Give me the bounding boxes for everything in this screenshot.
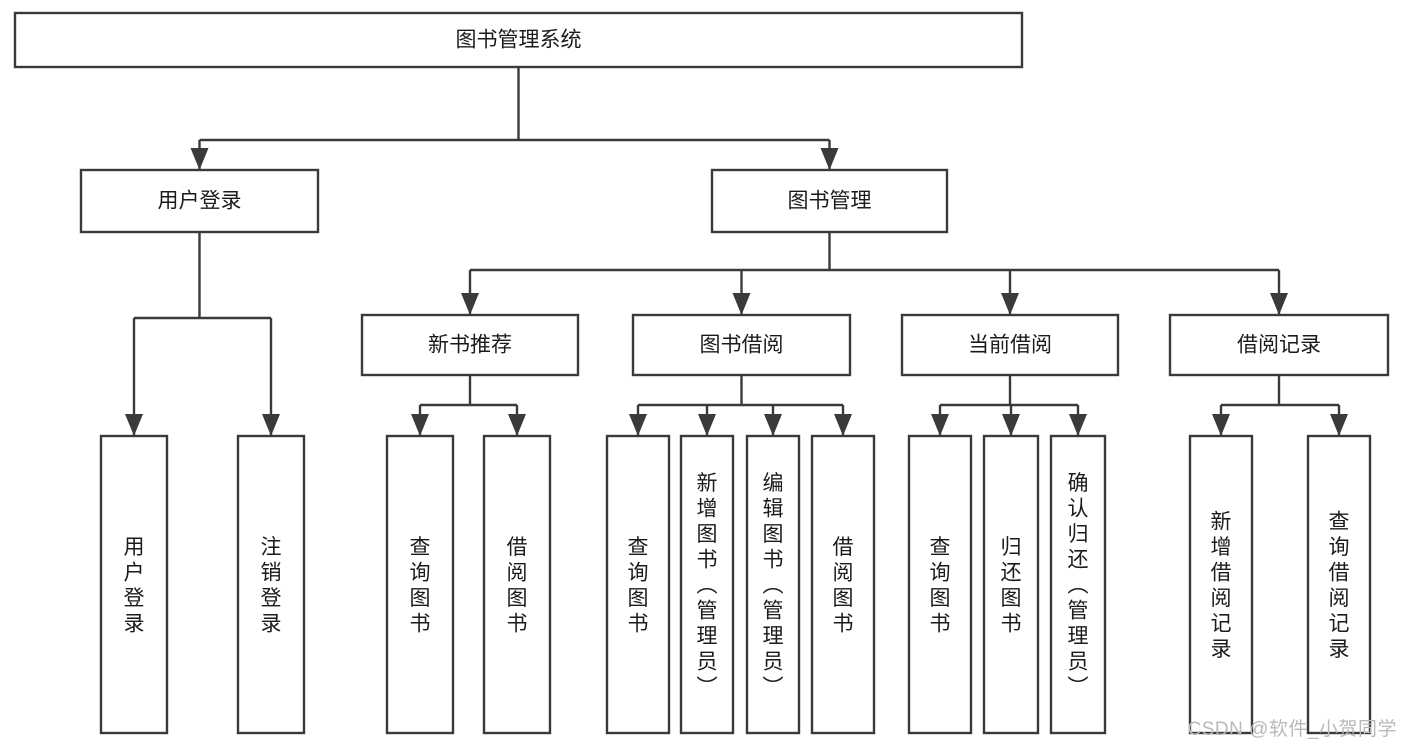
node-l-logout[interactable]: 注销登录 <box>236 434 306 735</box>
node-l-confirm-return[interactable]: 确认归还︵管理员︶ <box>1049 434 1107 735</box>
node-l-query-book-1[interactable]: 查询图书 <box>385 434 455 735</box>
arrow-head-icon <box>820 148 839 170</box>
node-box[interactable] <box>236 434 306 735</box>
arrow-head-icon <box>190 148 209 170</box>
arrow-head-icon <box>629 414 647 436</box>
node-layer: 图书管理系统用户登录图书管理新书推荐图书借阅当前借阅借阅记录用户登录注销登录查询… <box>13 11 1390 735</box>
node-box[interactable] <box>79 168 320 234</box>
node-l-borrow-book-1[interactable]: 借阅图书 <box>482 434 552 735</box>
node-box[interactable] <box>13 11 1024 69</box>
node-box[interactable] <box>482 434 552 735</box>
node-label: 借阅图书 <box>507 536 528 636</box>
arrow-head-icon <box>508 414 526 436</box>
arrow-head-icon <box>1270 293 1288 315</box>
node-l-query-record[interactable]: 查询借阅记录 <box>1306 434 1372 735</box>
node-box[interactable] <box>1188 434 1254 735</box>
node-label: 图书管理系统 <box>456 29 582 52</box>
node-n-borrow-record[interactable]: 借阅记录 <box>1168 313 1390 377</box>
arrow-head-icon <box>1001 293 1019 315</box>
node-label: 图书管理 <box>788 190 872 213</box>
node-l-user-login[interactable]: 用户登录 <box>99 434 169 735</box>
node-label: 借阅图书 <box>833 536 854 636</box>
arrow-head-icon <box>262 414 280 436</box>
node-box[interactable] <box>982 434 1040 735</box>
node-box[interactable] <box>99 434 169 735</box>
node-label: 新增借阅记录 <box>1211 510 1232 661</box>
arrow-head-icon <box>764 414 782 436</box>
node-box[interactable] <box>1168 313 1390 377</box>
node-label: 借阅记录 <box>1237 334 1321 357</box>
node-l-query-book-3[interactable]: 查询图书 <box>907 434 973 735</box>
arrow-head-icon <box>1212 414 1230 436</box>
node-label: 图书借阅 <box>700 334 784 357</box>
arrow-head-icon <box>461 293 479 315</box>
arrow-head-icon <box>1330 414 1348 436</box>
node-box[interactable] <box>907 434 973 735</box>
node-n-user-login[interactable]: 用户登录 <box>79 168 320 234</box>
arrow-head-icon <box>732 293 751 315</box>
node-n-current-borrow[interactable]: 当前借阅 <box>900 313 1120 377</box>
node-l-add-record[interactable]: 新增借阅记录 <box>1188 434 1254 735</box>
node-n-new-book-rec[interactable]: 新书推荐 <box>360 313 580 377</box>
node-box[interactable] <box>710 168 949 234</box>
arrow-head-icon <box>834 414 852 436</box>
arrow-head-icon <box>411 414 429 436</box>
node-box[interactable] <box>605 434 671 735</box>
node-label: 注销登录 <box>261 536 282 636</box>
node-label: 查询图书 <box>930 536 951 636</box>
node-label: 编辑图书︵管理员︶ <box>763 472 784 699</box>
node-label: 查询借阅记录 <box>1329 510 1350 661</box>
node-box[interactable] <box>1306 434 1372 735</box>
node-box[interactable] <box>679 434 735 735</box>
node-label: 用户登录 <box>158 190 242 213</box>
node-label: 查询图书 <box>628 536 649 636</box>
node-label: 归还图书 <box>1001 536 1022 636</box>
arrow-head-icon <box>931 414 949 436</box>
arrow-head-icon <box>698 414 716 436</box>
node-label: 新书推荐 <box>428 334 512 357</box>
node-n-book-manage[interactable]: 图书管理 <box>710 168 949 234</box>
node-box[interactable] <box>385 434 455 735</box>
node-box[interactable] <box>631 313 852 377</box>
connector-layer <box>125 67 1348 436</box>
node-label: 查询图书 <box>410 536 431 636</box>
node-root[interactable]: 图书管理系统 <box>13 11 1024 69</box>
node-label: 用户登录 <box>124 536 145 636</box>
node-box[interactable] <box>900 313 1120 377</box>
node-l-return-book[interactable]: 归还图书 <box>982 434 1040 735</box>
arrow-head-icon <box>125 414 143 436</box>
node-box[interactable] <box>745 434 801 735</box>
node-label: 新增图书︵管理员︶ <box>697 472 718 699</box>
node-box[interactable] <box>360 313 580 377</box>
node-box[interactable] <box>810 434 876 735</box>
node-label: 确认归还︵管理员︶ <box>1068 472 1089 699</box>
node-n-book-borrow[interactable]: 图书借阅 <box>631 313 852 377</box>
node-label: 当前借阅 <box>968 334 1052 357</box>
arrow-head-icon <box>1069 414 1087 436</box>
node-l-edit-book[interactable]: 编辑图书︵管理员︶ <box>745 434 801 735</box>
node-box[interactable] <box>1049 434 1107 735</box>
node-l-add-book[interactable]: 新增图书︵管理员︶ <box>679 434 735 735</box>
node-l-query-book-2[interactable]: 查询图书 <box>605 434 671 735</box>
node-l-borrow-book-2[interactable]: 借阅图书 <box>810 434 876 735</box>
arrow-head-icon <box>1002 414 1020 436</box>
watermark-label: CSDN @软件_小贺同学 <box>1187 719 1397 740</box>
